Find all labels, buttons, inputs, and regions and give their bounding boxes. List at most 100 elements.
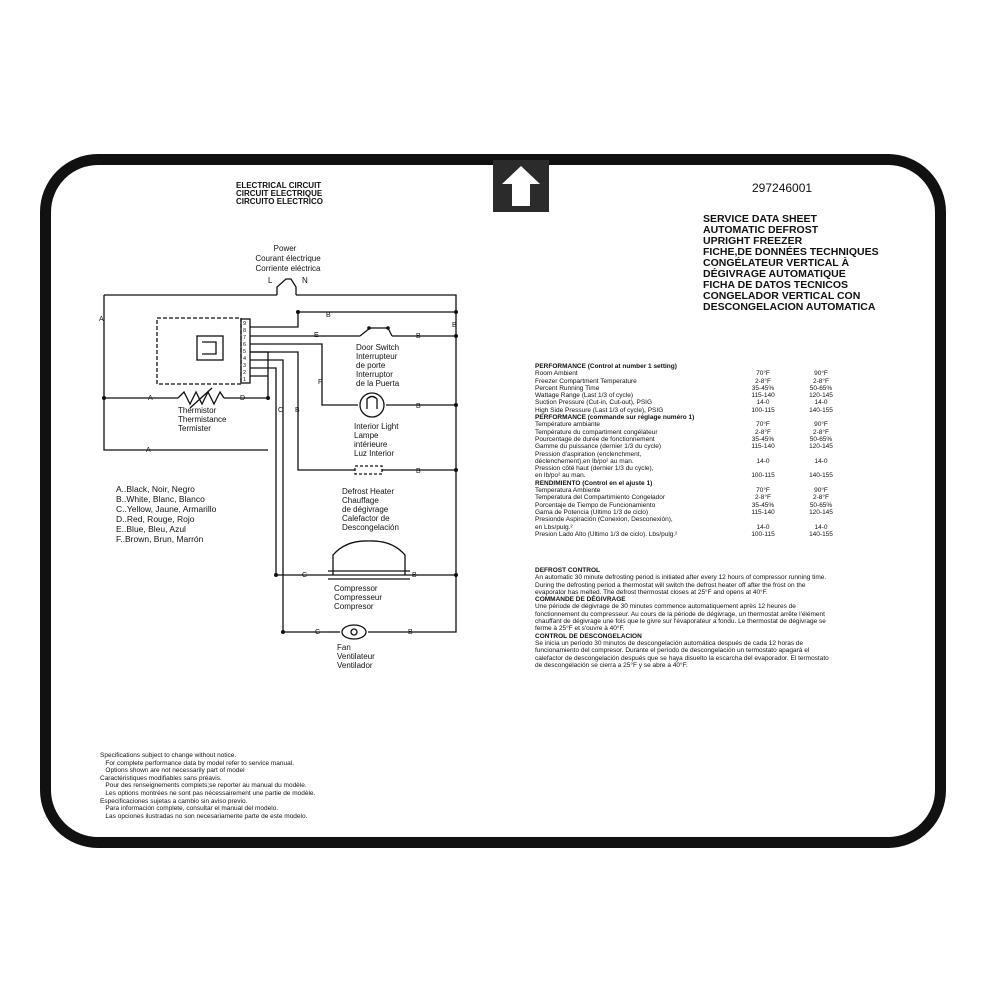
wire-label-b: B bbox=[416, 333, 421, 340]
wire-label-a: A bbox=[99, 316, 104, 323]
performance-value-90f: 14-0 bbox=[814, 399, 828, 407]
interior-light-label: intérieure bbox=[354, 440, 388, 449]
performance-value-90f: 50-65% bbox=[809, 435, 833, 443]
defrost-paragraph: An automatic 30 minute defrosting period… bbox=[535, 574, 827, 596]
performance-value-70f: 115-140 bbox=[751, 392, 775, 400]
performance-value-70f: 115-140 bbox=[751, 443, 775, 451]
performance-value-70f: 70°F bbox=[756, 421, 770, 429]
performance-value-70f: 115-140 bbox=[751, 508, 775, 516]
sheet-title-line: DESCONGELACION AUTOMATICA bbox=[703, 301, 876, 313]
performance-label: Temperatura Ambiente bbox=[535, 487, 601, 495]
sheet-title-line: FICHE,DE DONNÉES TECHNIQUES bbox=[703, 246, 879, 258]
performance-value-90f bbox=[792, 451, 850, 458]
compressor-label: Compresor bbox=[334, 602, 374, 611]
performance-row: Pression d'aspiration (enclenchment, bbox=[535, 451, 850, 458]
performance-value-70f: 14-0 bbox=[756, 523, 770, 531]
sheet-title-line: CONGELADOR VERTICAL CON bbox=[703, 290, 861, 302]
wire-label-b: B bbox=[416, 403, 421, 410]
performance-value-70f: 35-45% bbox=[751, 435, 775, 443]
performance-label: Percent Running Time bbox=[535, 384, 600, 392]
board-pin: 7 bbox=[243, 335, 246, 341]
performance-label: Pourcentage de durée de fonctionnement bbox=[535, 435, 655, 443]
performance-value-90f: 120-145 bbox=[809, 443, 833, 451]
sheet-title-line: CONGÉLATEUR VERTICAL À bbox=[703, 257, 850, 269]
board-pin: 3 bbox=[243, 363, 246, 369]
performance-value-90f: 90°F bbox=[814, 487, 828, 495]
door-switch-label: Door Switch bbox=[356, 343, 399, 352]
defrost-heater-label: Calefactor de bbox=[342, 514, 390, 523]
legend-item: F..Brown, Brun, Marrón bbox=[116, 534, 204, 544]
thermistor-icon bbox=[177, 390, 225, 406]
performance-label: Pression d'aspiration (enclenchment, bbox=[535, 450, 642, 458]
footnote-line: Para información complete, consultar el … bbox=[100, 805, 279, 813]
legend-item: E..Blue, Bleu, Azul bbox=[116, 524, 186, 534]
service-data-sheet bbox=[40, 154, 946, 848]
footnote-line: Especificaciones sujetas a cambio sin av… bbox=[100, 797, 248, 805]
interior-light-label: Interior Light bbox=[354, 422, 399, 431]
performance-row: Pression côté haut (dernier 1/3 du cycle… bbox=[535, 465, 850, 472]
wire-label-b: B bbox=[452, 322, 457, 329]
defrost-heading: CONTROL DE DESCONGELACION bbox=[535, 632, 642, 640]
performance-value-70f: 100-115 bbox=[751, 406, 775, 414]
defrost-paragraph: Se inicia un período 30 minutos de desco… bbox=[535, 639, 829, 669]
performance-label: Porcentaje de Tiempo de Funcionamiento bbox=[535, 501, 656, 509]
control-display-icon bbox=[202, 341, 217, 355]
performance-value-90f: 14-0 bbox=[814, 523, 828, 531]
wire-label-b: B bbox=[416, 468, 421, 475]
defrost-heading: COMMANDE DE DÉGIVRAGE bbox=[535, 596, 626, 604]
defrost-heater-label: Descongelación bbox=[342, 523, 399, 532]
plug-n-label: N bbox=[302, 276, 308, 285]
performance-value-70f: 2-8°F bbox=[755, 377, 771, 385]
compressor-label: Compressor bbox=[334, 584, 378, 593]
legend-item: D..Red, Rouge, Rojo bbox=[116, 514, 195, 524]
door-switch-label: de la Puerta bbox=[356, 379, 400, 388]
wire-label-b: B bbox=[408, 629, 413, 636]
fan-label: Ventilador bbox=[337, 661, 373, 670]
performance-label: Température du compartiment congélateur bbox=[535, 428, 658, 436]
performance-value-70f: 100-115 bbox=[751, 472, 775, 480]
performance-row: en Lbs/pulg.² 14-0 14-0 bbox=[535, 524, 850, 531]
wire-label-e: E bbox=[314, 332, 319, 339]
sheet-title-line: UPRIGHT FREEZER bbox=[703, 235, 803, 247]
power-label: Courant électrique bbox=[255, 254, 321, 263]
performance-row: Wattage Range (Last 1/3 of cycle) 115-140… bbox=[535, 392, 850, 399]
performance-row: Suction Pressure (Cut-in, Cut-out), PSIG… bbox=[535, 399, 850, 406]
performance-label: déclenchement),en lb/po² au man. bbox=[535, 457, 634, 465]
performance-value-70f: 14-0 bbox=[756, 399, 770, 407]
performance-value-90f: 140-155 bbox=[809, 530, 833, 538]
defrost-heading: DEFROST CONTROL bbox=[535, 567, 600, 574]
defrost-heater-label: de dégivrage bbox=[342, 505, 389, 514]
circuit-title-line: CIRCUIT ELECTRIQUE bbox=[236, 189, 323, 198]
performance-heading: RENDIMIENTO (Control en el ajuste 1) bbox=[535, 479, 653, 487]
performance-value-90f bbox=[792, 465, 850, 472]
board-pin: 6 bbox=[243, 342, 246, 348]
performance-heading: PERFORMANCE (commande sur réglage numéro… bbox=[535, 414, 695, 422]
performance-heading: PERFORMANCE (Control at number 1 setting… bbox=[535, 363, 677, 370]
plug-l-label: L bbox=[268, 276, 273, 285]
circuit-title-line: ELECTRICAL CIRCUIT bbox=[236, 181, 322, 190]
part-number: 297246001 bbox=[752, 181, 813, 195]
thermistor-label: Thermistor bbox=[178, 406, 217, 415]
performance-label: Gama de Potencia (Ultimo 1/3 de ciclo) bbox=[535, 508, 649, 516]
sheet-title-line: FICHA DE DATOS TECNICOS bbox=[703, 279, 849, 291]
performance-label: Presionde Aspiración (Conexion, Desconex… bbox=[535, 516, 673, 524]
performance-label: Wattage Range (Last 1/3 of cycle) bbox=[535, 392, 634, 400]
board-pin: 9 bbox=[243, 321, 246, 327]
fan-icon bbox=[341, 624, 367, 640]
performance-label: Room Ambient bbox=[535, 370, 578, 378]
performance-value-70f: 14-0 bbox=[756, 457, 770, 465]
performance-value-70f: 35-45% bbox=[751, 501, 775, 509]
performance-label: en Lbs/pulg.² bbox=[535, 523, 573, 531]
performance-value-70f: 2-8°F bbox=[755, 494, 771, 502]
defrost-heater-icon bbox=[354, 465, 383, 475]
thermistor-label: Termister bbox=[178, 424, 211, 433]
power-label: Power bbox=[274, 244, 297, 253]
door-switch-icon bbox=[359, 327, 393, 337]
footnote-line: For complete performance data by model r… bbox=[100, 759, 295, 767]
legend-item: B..White, Blanc, Blanco bbox=[116, 494, 205, 504]
footnote-line: Specifications subject to change without… bbox=[100, 752, 237, 759]
performance-row: Presion Lado Alto (Ultimo 1/3 de ciclo).… bbox=[535, 531, 850, 538]
